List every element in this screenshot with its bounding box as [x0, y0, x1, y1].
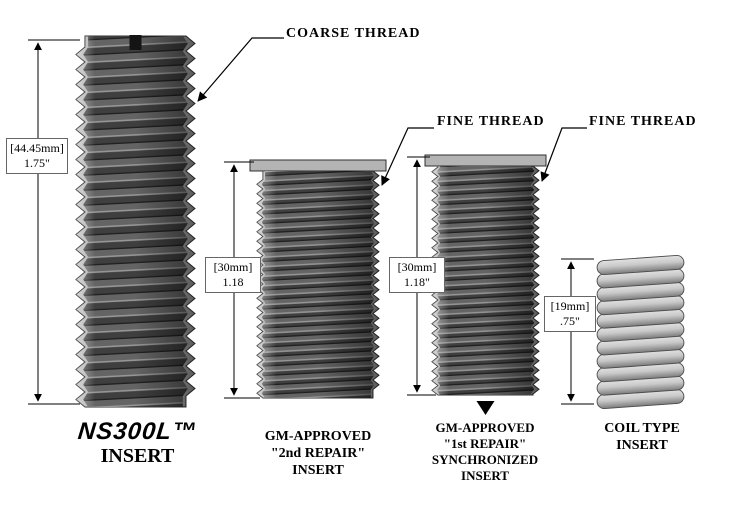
pointer-triangle	[476, 401, 495, 415]
dimension-label-insert1: [44.45mm] 1.75"	[6, 138, 68, 174]
drive-slot	[129, 35, 142, 50]
caption-line: GM-APPROVED	[264, 429, 372, 444]
caption-line: SYNCHRONIZED	[431, 452, 539, 467]
leader-fine-thread-3	[540, 127, 587, 182]
cylinder-shading	[76, 36, 195, 407]
caption-line: "1st REPAIR"	[443, 436, 527, 451]
dimension-mm: [44.45mm]	[10, 141, 64, 155]
insert-1st-repair-graphic	[424, 154, 547, 415]
caption-line: COIL TYPE	[604, 421, 680, 436]
dimension-inch: 1.18"	[404, 275, 430, 289]
caption-line: GM-APPROVED	[435, 420, 535, 435]
caption-insert-coil: COIL TYPE INSERT	[572, 420, 712, 454]
product-name: NS300L™	[76, 418, 199, 445]
leader-fine-thread-2	[381, 127, 434, 186]
cylinder-shading	[432, 166, 539, 395]
dimension-line-insert1	[28, 39, 80, 405]
caption-line: INSERT	[100, 445, 175, 467]
caption-line: INSERT	[461, 468, 509, 483]
coil-turn	[596, 255, 685, 275]
insert-flange	[249, 159, 387, 172]
dimension-label-insert3: [30mm] 1.18"	[389, 257, 445, 293]
dimension-inch: .75"	[560, 314, 580, 328]
insert-ns300l-graphic	[75, 35, 196, 408]
dimension-mm: [30mm]	[213, 260, 253, 274]
dimension-inch: 1.18	[222, 275, 244, 289]
dimension-label-insert4: [19mm] .75"	[544, 296, 596, 332]
caption-insert-1st-repair: GM-APPROVED "1st REPAIR" SYNCHRONIZED IN…	[400, 420, 570, 484]
dimension-inch: 1.75"	[24, 156, 50, 170]
insert-coil-graphic	[596, 255, 685, 409]
caption-line: INSERT	[616, 438, 668, 453]
fine-thread-label-2: FINE THREAD	[437, 114, 545, 129]
dimension-mm: [19mm]	[550, 299, 590, 313]
cylinder-shading	[257, 171, 379, 398]
insert-flange	[424, 154, 547, 167]
fine-thread-label-3: FINE THREAD	[589, 114, 697, 129]
caption-insert-2nd-repair: GM-APPROVED "2nd REPAIR" INSERT	[236, 428, 400, 479]
caption-insert-ns300l: NS300L™ INSERT	[40, 418, 235, 468]
caption-line: "2nd REPAIR"	[270, 446, 366, 461]
caption-line: INSERT	[292, 463, 344, 478]
coarse-thread-label: COARSE THREAD	[286, 26, 421, 41]
insert-2nd-repair-graphic	[249, 159, 387, 399]
dimension-label-insert2: [30mm] 1.18	[205, 257, 261, 293]
leader-coarse-thread	[197, 37, 284, 102]
dimension-mm: [30mm]	[397, 260, 437, 274]
